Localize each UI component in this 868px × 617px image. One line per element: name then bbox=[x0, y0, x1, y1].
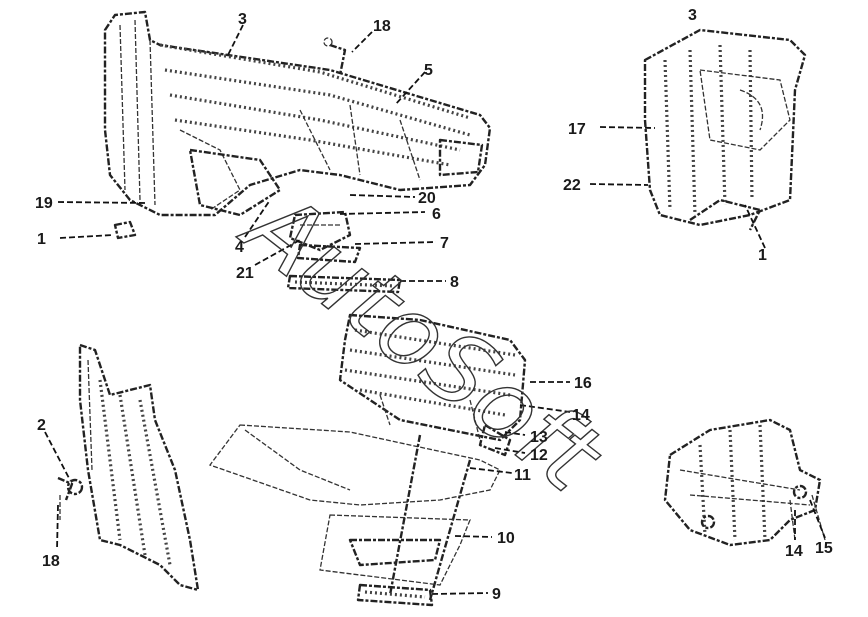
upper-right-assembly bbox=[643, 28, 807, 231]
callout-20: 20 bbox=[418, 190, 436, 207]
upper-left-assembly bbox=[103, 10, 492, 240]
lower-left-assembly bbox=[57, 343, 200, 592]
callout-19: 19 bbox=[35, 195, 53, 212]
callout-15: 15 bbox=[815, 540, 833, 557]
callout-6: 6 bbox=[432, 206, 441, 223]
callout-1: 1 bbox=[758, 247, 767, 264]
callout-10: 10 bbox=[497, 530, 515, 547]
callout-12: 12 bbox=[530, 447, 548, 464]
callout-labels: 3 18 5 3 17 22 1 19 1 4 20 6 21 7 8 2 16… bbox=[35, 7, 833, 603]
callout-22: 22 bbox=[563, 177, 581, 194]
callout-21: 21 bbox=[236, 265, 254, 282]
callout-14: 14 bbox=[572, 407, 590, 424]
callout-11: 11 bbox=[514, 467, 531, 484]
callout-18: 18 bbox=[373, 18, 391, 35]
watermark-text: AutoSoft bbox=[221, 166, 624, 515]
leader-lines bbox=[44, 24, 826, 595]
callout-5: 5 bbox=[424, 62, 433, 79]
bracket-parts-6-7-8 bbox=[286, 210, 402, 294]
callout-9: 9 bbox=[492, 586, 501, 603]
callout-3: 3 bbox=[238, 11, 247, 28]
callout-13: 13 bbox=[530, 429, 548, 446]
callout-8: 8 bbox=[450, 274, 459, 291]
callout-14: 14 bbox=[785, 543, 803, 560]
callout-17: 17 bbox=[568, 121, 586, 138]
callout-16: 16 bbox=[574, 375, 592, 392]
callout-3: 3 bbox=[688, 7, 697, 24]
callout-2: 2 bbox=[37, 417, 46, 434]
callout-1: 1 bbox=[37, 231, 46, 248]
callout-4: 4 bbox=[235, 239, 244, 256]
callout-7: 7 bbox=[440, 235, 449, 252]
center-assembly bbox=[208, 313, 527, 607]
callout-18: 18 bbox=[42, 553, 60, 570]
lower-right-assembly bbox=[663, 418, 826, 547]
